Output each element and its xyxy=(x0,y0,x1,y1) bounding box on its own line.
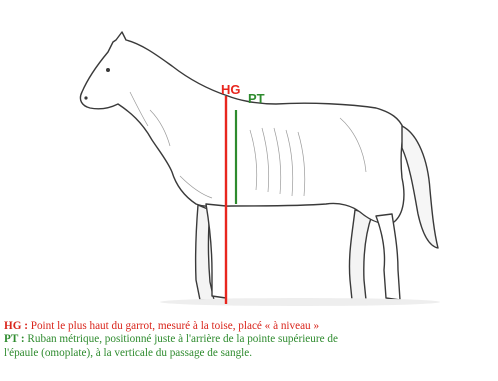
legend-hg: HG : Point le plus haut du garrot, mesur… xyxy=(4,320,496,333)
legend-pt-key: PT : xyxy=(4,333,25,345)
tail xyxy=(402,126,438,248)
near-hindleg xyxy=(376,214,400,300)
eye xyxy=(106,68,110,72)
legend: HG : Point le plus haut du garrot, mesur… xyxy=(4,320,496,360)
legend-hg-text: Point le plus haut du garrot, mesuré à l… xyxy=(28,320,319,332)
legend-pt-cont: l'épaule (omoplate), à la verticale du p… xyxy=(4,347,496,360)
horse-illustration xyxy=(0,0,498,310)
pt-label: PT xyxy=(248,92,265,105)
legend-pt-text-2: l'épaule (omoplate), à la verticale du p… xyxy=(4,347,252,359)
horse-body xyxy=(80,32,404,224)
legend-pt-text-1: Ruban métrique, positionné juste à l'arr… xyxy=(25,333,338,345)
nostril xyxy=(84,96,87,99)
legend-pt: PT : Ruban métrique, positionné juste à … xyxy=(4,333,496,346)
hg-label: HG xyxy=(221,83,241,96)
far-hindleg xyxy=(349,210,372,300)
legend-hg-key: HG : xyxy=(4,320,28,332)
